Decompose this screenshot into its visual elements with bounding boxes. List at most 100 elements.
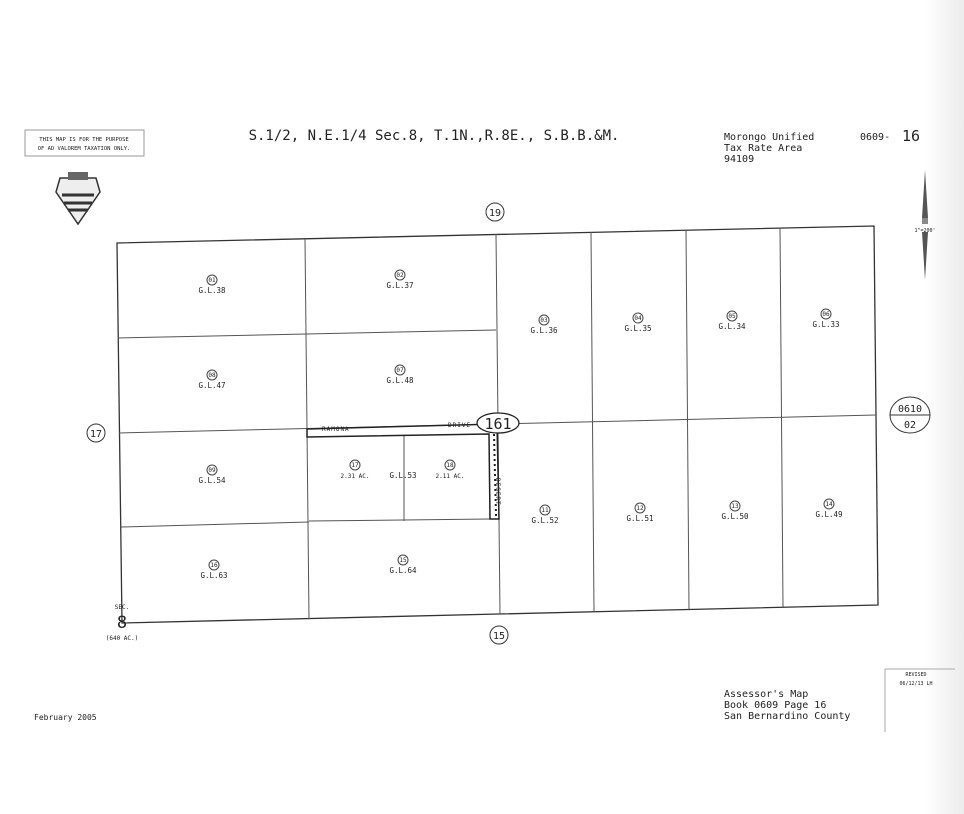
parcel-number: 14: [825, 501, 833, 508]
parcel-number: 08: [208, 372, 216, 379]
parcel-number: 01: [208, 277, 216, 284]
parcel: 02G.L.37: [386, 269, 414, 290]
road-name-ramona: RAMONA: [322, 426, 350, 433]
parcel-lot-label: 2.31 AC.: [341, 473, 370, 480]
parcel-number-circle: [394, 269, 406, 281]
parcel: 04G.L.35: [624, 312, 652, 333]
footer-line: San Bernardino County: [724, 711, 850, 722]
section-number: 8: [117, 613, 127, 633]
parcel-lot-label: G.L.38: [198, 286, 226, 295]
parcel-number: 17: [351, 462, 359, 469]
map-page-number: 16: [902, 127, 920, 145]
parcel-number: 13: [731, 503, 739, 510]
page-edge-shadow: [924, 0, 964, 814]
north-arrow-icon: [922, 170, 928, 280]
parcel-lot-label: G.L.35: [624, 324, 651, 333]
parcel-number-circle: [206, 464, 218, 476]
parcel-number-circle: [820, 308, 832, 320]
map-book-page: 0609-: [860, 132, 890, 143]
parcel-number: 12: [636, 505, 644, 512]
parcel: 05G.L.34: [718, 310, 746, 331]
section-area: (640 AC.): [106, 635, 139, 642]
parcel-number-circle: [397, 554, 409, 566]
parcel-number: 07: [396, 367, 404, 374]
parcel-number-circle: [823, 498, 835, 510]
parcel-number-circle: [206, 274, 218, 286]
parcel-number: 09: [208, 467, 216, 474]
parcel: 17 2.31 AC.: [341, 459, 370, 480]
tax-rate-area-number: 94109: [724, 154, 754, 165]
parcel: 18 2.11 AC.: [436, 459, 465, 480]
revision-box: [884, 668, 955, 732]
district-name: Morongo Unified: [724, 132, 814, 143]
adjoining-section-circle: [86, 423, 106, 443]
parcel: 11G.L.52: [531, 504, 559, 525]
adjoining-section-north: 19: [489, 208, 501, 219]
parcel-number-circle: [726, 310, 738, 322]
parcel-number-circle: [538, 314, 550, 326]
adjoining-section-circle: [489, 625, 509, 645]
parcel-lot-label: G.L.52: [531, 516, 558, 525]
parcel-number: 06: [822, 311, 830, 318]
parcel-lot-label: G.L.36: [530, 326, 558, 335]
parcel-number: 04: [634, 315, 642, 322]
adjoining-section-circle: [485, 202, 505, 222]
parcel: 16G.L.63: [200, 559, 228, 580]
parcel-number: 05: [728, 313, 736, 320]
parcel-lot-label: G.L.48: [386, 376, 414, 385]
parcel: 09G.L.54: [198, 464, 226, 485]
parcel: 07G.L.48: [386, 364, 414, 385]
adjoining-map-book: 0610: [898, 404, 922, 415]
parcel-number-circle: [208, 559, 220, 571]
route-number: 161: [484, 415, 511, 433]
parcel-lot-label: G.L.33: [812, 320, 839, 329]
parcel-lot-label: G.L.54: [198, 476, 226, 485]
adjoining-section-west: 17: [90, 429, 102, 440]
parcel: 15G.L.64: [389, 554, 417, 575]
route-marker: [476, 412, 520, 434]
footer-line: Assessor's Map: [724, 689, 808, 700]
road-name-drive: DRIVE: [448, 422, 471, 429]
adjoining-map-page: 02: [904, 420, 916, 431]
map-date: February 2005: [34, 713, 97, 722]
section-label: SEC.: [115, 604, 129, 611]
parcel-lot-label: G.L.63: [200, 571, 227, 580]
parcel-lot-label: G.L.34: [718, 322, 746, 331]
parcel: 14G.L.49: [815, 498, 843, 519]
parcel-number-circle: [632, 312, 644, 324]
parcel-lot-label: G.L.37: [386, 281, 413, 290]
parcel-number-circle: [349, 459, 361, 471]
disclaimer-line: OF AD VALOREM TAXATION ONLY.: [38, 146, 131, 152]
parcel-lot-label: G.L.49: [815, 510, 842, 519]
parcel-number: 03: [540, 317, 548, 324]
adjoining-section-south: 15: [493, 631, 505, 642]
parcel: 12G.L.51: [626, 502, 654, 523]
map-scale: 1"=200': [914, 228, 935, 234]
shared-lot-label: G.L.53: [389, 471, 416, 480]
parcel-number-circle: [206, 369, 218, 381]
parcel-number-circle: [634, 502, 646, 514]
parcel-number: 15: [399, 557, 407, 564]
parcel-lot-label: G.L.64: [389, 566, 417, 575]
parcel-lot-label: G.L.47: [198, 381, 225, 390]
parcel: 08G.L.47: [198, 369, 226, 390]
parcel: 03G.L.36: [530, 314, 558, 335]
disclaimer-box: [24, 129, 145, 157]
revised-label: REVISED: [905, 672, 926, 678]
footer-line: Book 0609 Page 16: [724, 700, 826, 711]
parcel: 06G.L.33: [812, 308, 840, 329]
parcel-number-circle: [539, 504, 551, 516]
parcel-number-circle: [394, 364, 406, 376]
parcel: 01G.L.38: [198, 274, 226, 295]
parcel-number-circle: [444, 459, 456, 471]
tax-rate-area-label: Tax Rate Area: [724, 143, 802, 154]
parcel-number: 11: [541, 507, 549, 514]
parcel-lot-label: G.L.51: [626, 514, 653, 523]
parcel-lot-label: G.L.50: [721, 512, 749, 521]
road-name-vertical: DESERT: [494, 478, 501, 506]
county-seal-icon: [55, 172, 101, 226]
parcel-lot-label: 2.11 AC.: [436, 473, 465, 480]
parcel-number: 18: [446, 462, 454, 469]
parcel-number: 02: [396, 272, 404, 279]
